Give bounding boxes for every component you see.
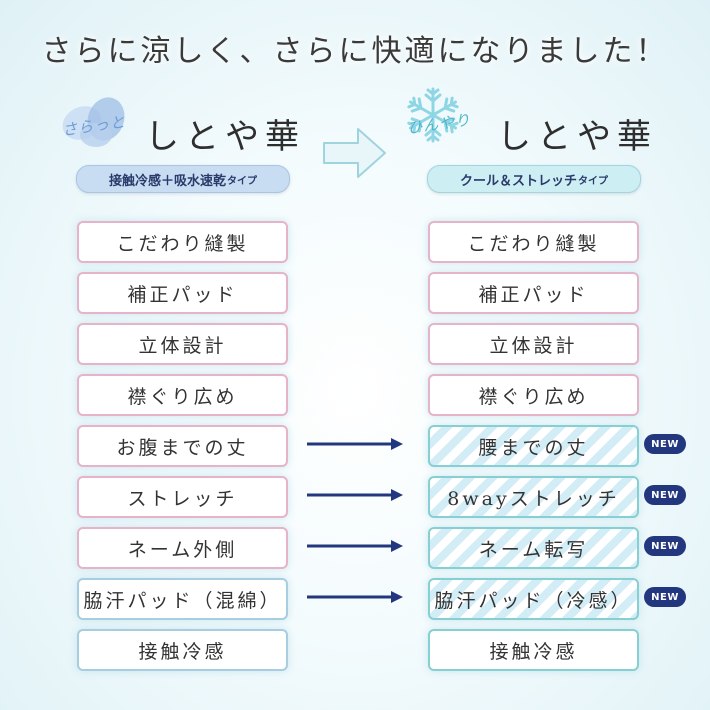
upgrade-arrow-icon <box>307 591 403 603</box>
right-column-header: ひんやり しとや華 クール＆ストレッチタイプ <box>405 87 665 195</box>
right-type-pill: クール＆ストレッチタイプ <box>427 165 641 193</box>
right-feature-5: 腰までの丈 <box>428 425 639 467</box>
right-pill-small: タイプ <box>578 175 608 187</box>
right-feature-9: 接触冷感 <box>428 629 639 671</box>
right-feature-2: 補正パッド <box>428 272 639 314</box>
left-type-pill: 接触冷感＋吸水速乾タイプ <box>76 165 290 193</box>
left-feature-1: こだわり縫製 <box>77 221 288 263</box>
upgrade-arrow-icon <box>307 438 403 450</box>
right-pill-main: クール＆ストレッチ <box>459 173 577 189</box>
new-badge: NEW <box>644 485 686 505</box>
right-arrow-icon <box>323 128 386 178</box>
left-column-header: さらっと しとや華 接触冷感＋吸水速乾タイプ <box>60 95 320 195</box>
right-feature-8: 脇汗パッド（冷感） <box>428 578 639 620</box>
left-feature-6: ストレッチ <box>77 476 288 518</box>
right-feature-1: こだわり縫製 <box>428 221 639 263</box>
right-brand: しとや華 <box>497 117 657 157</box>
left-feature-4: 襟ぐり広め <box>77 374 288 416</box>
headline: さらに涼しく、さらに快適になりました！ <box>41 34 669 69</box>
right-feature-7: ネーム転写 <box>428 527 639 569</box>
left-feature-2: 補正パッド <box>77 272 288 314</box>
new-badge: NEW <box>644 434 686 454</box>
right-feature-6: 8wayストレッチ <box>428 476 639 518</box>
left-pill-small: タイプ <box>227 175 257 187</box>
blue-leaf-icon <box>62 97 125 147</box>
left-brand: しとや華 <box>145 117 305 157</box>
left-feature-3: 立体設計 <box>77 323 288 365</box>
upgrade-arrow-icon <box>307 540 403 552</box>
left-feature-7: ネーム外側 <box>77 527 288 569</box>
new-badge: NEW <box>644 536 686 556</box>
left-feature-9: 接触冷感 <box>77 629 288 671</box>
snowflake-icon <box>405 87 461 143</box>
right-feature-3: 立体設計 <box>428 323 639 365</box>
upgrade-arrow-icon <box>307 489 403 501</box>
left-feature-8: 脇汗パッド（混綿） <box>77 578 288 620</box>
new-badge: NEW <box>644 587 686 607</box>
left-pill-main: 接触冷感＋吸水速乾 <box>108 173 226 189</box>
right-feature-4: 襟ぐり広め <box>428 374 639 416</box>
left-feature-5: お腹までの丈 <box>77 425 288 467</box>
